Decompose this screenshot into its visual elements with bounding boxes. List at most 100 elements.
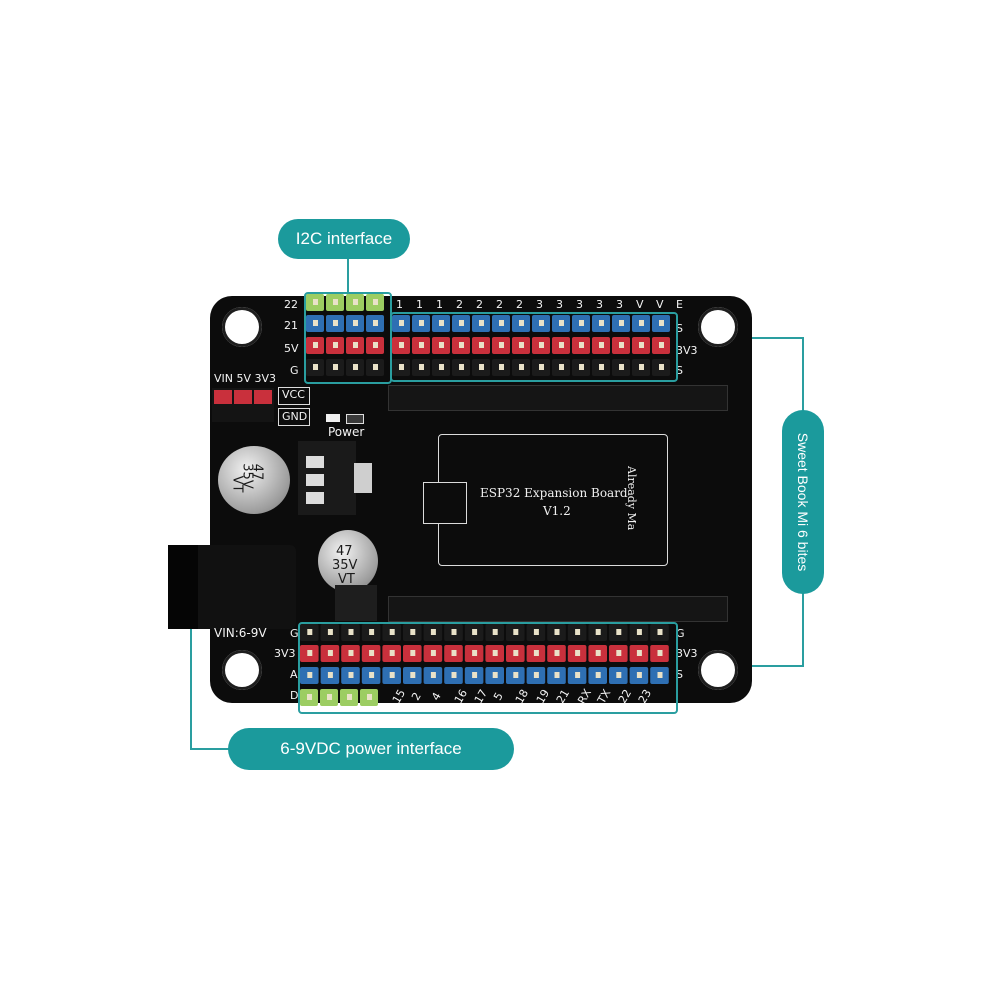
bottom-pin-red-tip (348, 650, 354, 656)
jumper-2 (234, 390, 252, 404)
i2c-pin-red-tip (353, 342, 358, 348)
vcc-label: VCC (282, 388, 305, 401)
top-pin-red-tip (479, 342, 484, 348)
i2c-callout-line (347, 258, 349, 298)
bottom-pin-blue-tip (389, 672, 395, 678)
mount-hole-bl (222, 650, 262, 690)
bottom-gpio-highlight (298, 622, 678, 714)
top-gpio-highlight (390, 312, 678, 382)
diode (335, 585, 377, 621)
bottom-pin-green-tip (347, 694, 352, 700)
bottom-pin-blue-tip (327, 672, 333, 678)
bottom-pin-black-tip (389, 629, 395, 635)
bottom-pin-blue-tip (657, 672, 663, 678)
i2c-pin-green-tip (313, 299, 318, 305)
power-select-label: VIN 5V 3V3 (214, 372, 277, 385)
bottom-pin-blue-tip (410, 672, 416, 678)
top-pin-red-tip (519, 342, 524, 348)
bottom-pin-blue-tip (616, 672, 622, 678)
i2c-pin-blue-tip (333, 320, 338, 326)
jumper-1 (214, 390, 232, 404)
right-bottom-row-1: G (676, 627, 685, 640)
top-pin-red-tip (459, 342, 464, 348)
i2c-pin-black-tip (313, 364, 318, 370)
top-pin-label: V (656, 298, 664, 311)
top-pin-blue-tip (459, 320, 464, 326)
top-pin-black-tip (599, 364, 604, 370)
top-pin-label: 1 (396, 298, 403, 311)
bottom-pin-blue-tip (472, 672, 478, 678)
right-bottom-row-3: S (676, 668, 683, 681)
i2c-pin-black-tip (353, 364, 358, 370)
bottom-pin-blue-tip (369, 672, 375, 678)
top-pin-blue-tip (599, 320, 604, 326)
top-pin-blue-tip (559, 320, 564, 326)
gnd-label: GND (282, 410, 308, 423)
bottom-pin-black-tip (430, 629, 436, 635)
mount-hole-br (698, 650, 738, 690)
i2c-pin-blue-tip (353, 320, 358, 326)
bottom-pin-black-tip (575, 629, 581, 635)
top-pin-red-tip (439, 342, 444, 348)
top-pin-red-tip (599, 342, 604, 348)
bottom-pin-red-tip (554, 650, 560, 656)
top-pin-blue-tip (659, 320, 664, 326)
top-pin-red-tip (639, 342, 644, 348)
bottom-pin-red-tip (657, 650, 663, 656)
module-socket-top (388, 385, 728, 411)
regulator-tab (354, 463, 372, 493)
board-title: ESP32 Expansion Board (480, 486, 628, 500)
bottom-pin-green-tip (367, 694, 372, 700)
power-led (326, 414, 340, 422)
side-callout-text: Sweet Book Mi 6 bites (795, 432, 811, 572)
regulator-pad-2 (306, 474, 324, 486)
top-pin-black-tip (579, 364, 584, 370)
i2c-pin-black-tip (333, 364, 338, 370)
bottom-pin-black-tip (307, 629, 313, 635)
capacitor-2 (318, 530, 378, 592)
bottom-pin-black-tip (616, 629, 622, 635)
vcc-box (278, 387, 310, 405)
board-version: V1.2 (543, 504, 571, 518)
top-pin-blue-tip (539, 320, 544, 326)
bottom-pin-blue-tip (451, 672, 457, 678)
top-pin-label: 3 (596, 298, 603, 311)
top-pin-label: 2 (516, 298, 523, 311)
gnd-box (278, 408, 310, 426)
mount-hole-tl (222, 307, 262, 347)
right-top-row-3: S (676, 364, 683, 377)
top-pin-label: 2 (456, 298, 463, 311)
power-callout-line-h (190, 748, 230, 750)
top-pin-red-tip (659, 342, 664, 348)
bottom-pin-red-tip (513, 650, 519, 656)
module-socket-bottom (388, 596, 728, 622)
bottom-pin-blue-tip (636, 672, 642, 678)
bottom-pin-blue-tip (554, 672, 560, 678)
bottom-pin-red-tip (430, 650, 436, 656)
top-pin-black-tip (419, 364, 424, 370)
i2c-pin-blue-tip (373, 320, 378, 326)
top-pin-blue-tip (519, 320, 524, 326)
top-pin-label: V (636, 298, 644, 311)
bottom-pin-black-tip (472, 629, 478, 635)
bottom-pin-blue-tip (348, 672, 354, 678)
top-pin-label: 2 (476, 298, 483, 311)
bottom-pin-red-tip (410, 650, 416, 656)
power-callout-line-v (190, 600, 192, 750)
top-pin-red-tip (559, 342, 564, 348)
power-callout: 6-9VDC power interface (228, 728, 514, 770)
bottom-pin-red-tip (369, 650, 375, 656)
top-pin-label: 1 (416, 298, 423, 311)
left-bottom-row-1: G (290, 627, 299, 640)
bottom-pin-blue-tip (575, 672, 581, 678)
top-pin-blue-tip (579, 320, 584, 326)
capacitor-1 (218, 446, 290, 514)
top-pin-blue-tip (619, 320, 624, 326)
top-pin-black-tip (479, 364, 484, 370)
bottom-pin-blue-tip (492, 672, 498, 678)
top-pin-blue-tip (499, 320, 504, 326)
bottom-pin-red-tip (451, 650, 457, 656)
bottom-pin-black-tip (657, 629, 663, 635)
bottom-pin-black-tip (492, 629, 498, 635)
